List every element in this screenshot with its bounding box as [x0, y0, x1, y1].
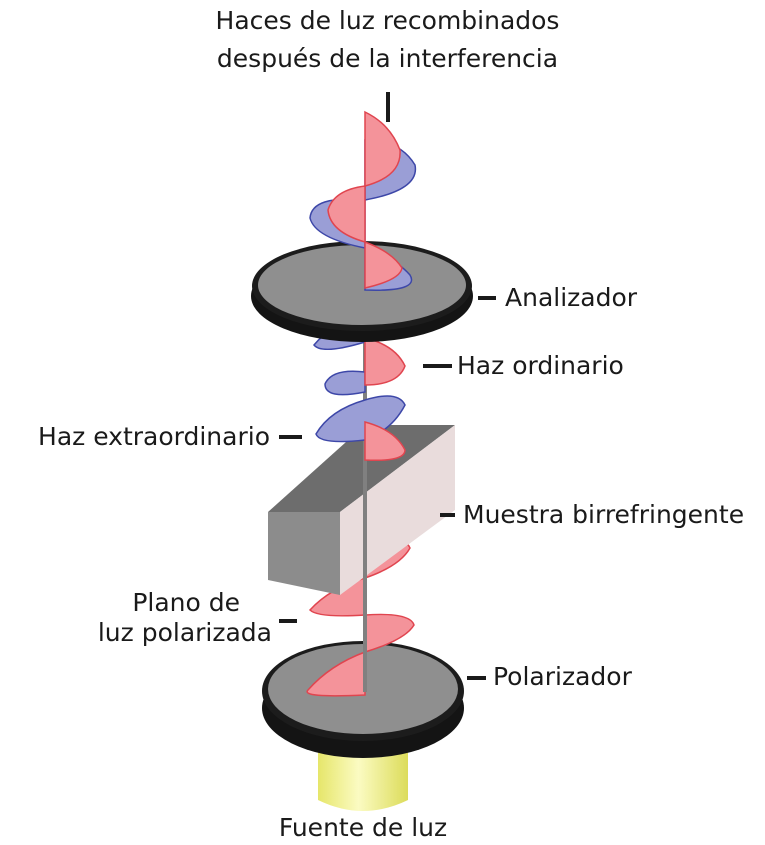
polarized-plane-label-line1: Plano de	[132, 588, 240, 617]
extraordinary-beam-label: Haz extraordinario	[38, 422, 270, 451]
ordinary-wave	[364, 337, 406, 462]
sample-label: Muestra birrefringente	[463, 500, 745, 529]
recombined-beams-label-line2: después de la interferencia	[216, 44, 559, 73]
recombined-waves	[309, 110, 417, 291]
polarized-plane-label-line2: luz polarizada	[97, 618, 272, 647]
analyzer-disc	[251, 241, 473, 342]
light-source-label: Fuente de luz	[278, 813, 448, 842]
polarizer-label: Polarizador	[493, 662, 632, 691]
recombined-beams-label-line1: Haces de luz recombinados	[215, 6, 560, 35]
ordinary-beam-label: Haz ordinario	[457, 351, 624, 380]
analyzer-label: Analizador	[505, 283, 638, 312]
birefringent-sample	[268, 425, 455, 595]
callout-ticks	[279, 92, 496, 680]
